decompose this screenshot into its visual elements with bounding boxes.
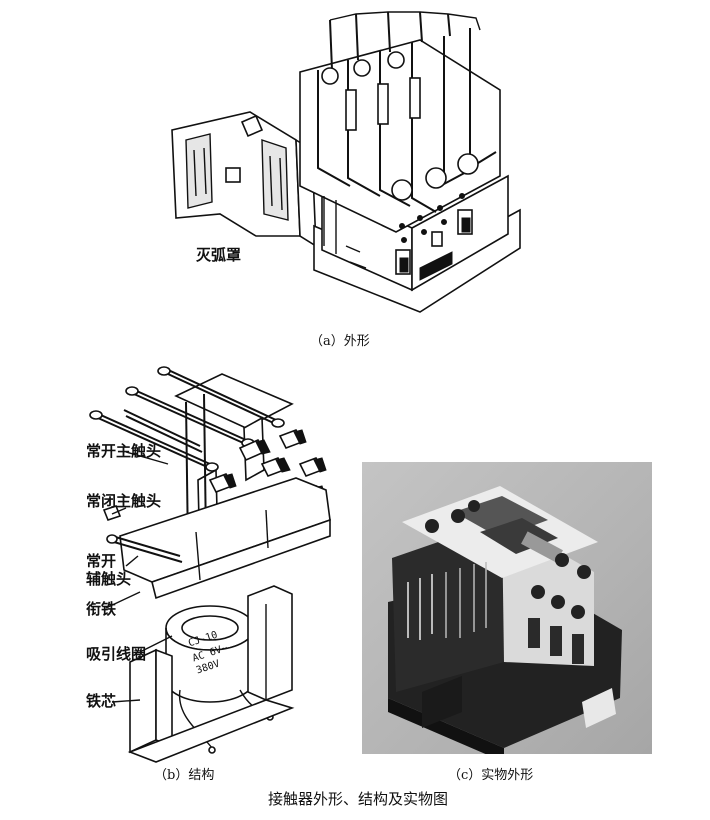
armature — [106, 477, 331, 600]
figure-b-drawing — [89, 366, 331, 763]
iron-core — [127, 585, 295, 763]
figure-b-caption: （b）结构 — [154, 768, 215, 783]
nc-main-contact-label: 常闭主触头 — [86, 492, 162, 510]
no-main-contact-label: 常开主触头 — [86, 442, 162, 460]
arc-chute-cover — [171, 111, 317, 248]
figure-a-drawing — [171, 11, 521, 313]
main-figure-title: 接触器外形、结构及实物图 — [268, 790, 449, 808]
coil-label: 吸引线圈 — [86, 645, 147, 663]
contactor-body — [299, 11, 521, 313]
no-aux-contact-label-1: 常开 — [86, 552, 117, 570]
core-label: 铁芯 — [86, 692, 117, 710]
contactor-photo — [362, 462, 652, 754]
figure-c-caption: （c）实物外形 — [448, 768, 534, 783]
no-aux-contact-label-2: 辅触头 — [86, 570, 132, 588]
figure-a-caption: （a）外形 — [310, 334, 370, 349]
arc-chute-label: 灭弧罩 — [196, 246, 242, 264]
armature-label: 衔铁 — [86, 600, 117, 618]
contact-rods — [89, 366, 285, 472]
